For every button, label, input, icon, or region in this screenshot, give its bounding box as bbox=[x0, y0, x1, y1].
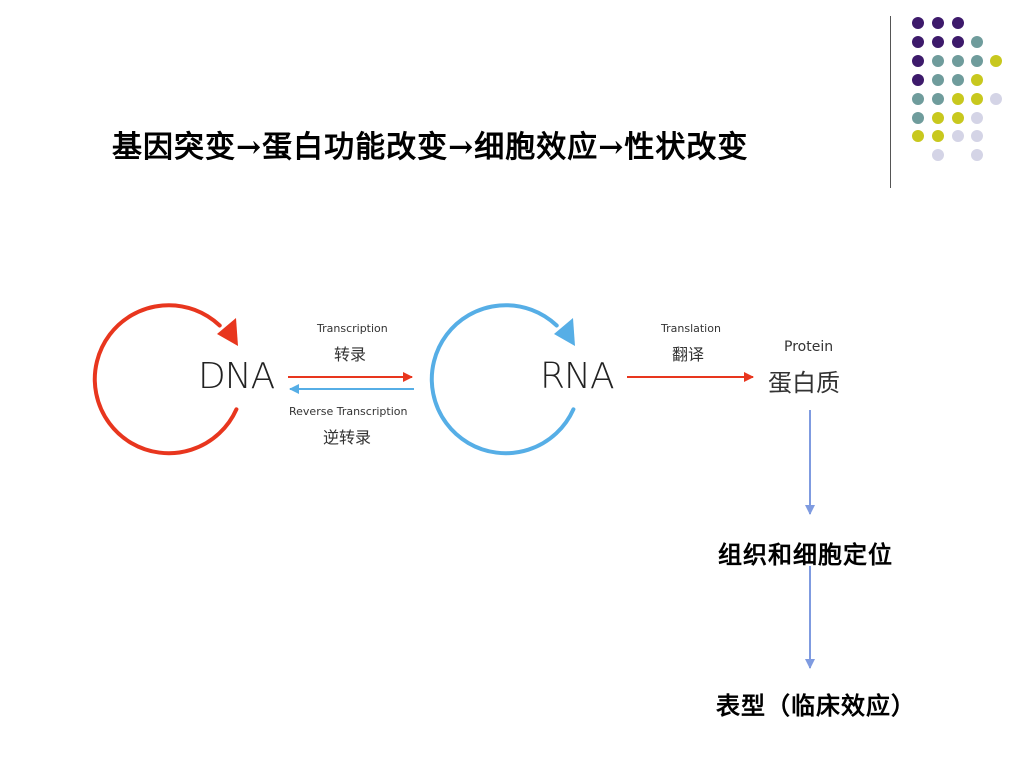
translation-en-label: Translation bbox=[661, 322, 721, 335]
phenotype-label: 表型（临床效应） bbox=[716, 691, 916, 720]
protein-en-label: Protein bbox=[784, 339, 834, 355]
cell-localization-label: 组织和细胞定位 bbox=[718, 540, 893, 569]
decorative-dot bbox=[971, 149, 983, 161]
decorative-dot bbox=[971, 55, 983, 67]
decorative-dot bbox=[932, 74, 944, 86]
dna-label: DNA bbox=[198, 356, 275, 397]
decorative-dot bbox=[971, 130, 983, 142]
transcription-cn-label: 转录 bbox=[334, 345, 367, 364]
decorative-dot bbox=[932, 36, 944, 48]
decorative-dot bbox=[952, 130, 964, 142]
decorative-dot bbox=[952, 74, 964, 86]
decorative-dot bbox=[932, 112, 944, 124]
decorative-dot bbox=[912, 112, 924, 124]
decorative-dot bbox=[912, 55, 924, 67]
decorative-dot bbox=[912, 130, 924, 142]
decorative-dot bbox=[912, 36, 924, 48]
vertical-divider-line bbox=[890, 16, 891, 188]
decorative-dot bbox=[912, 74, 924, 86]
decorative-dot bbox=[990, 93, 1002, 105]
reverse-transcription-cn-label: 逆转录 bbox=[323, 428, 372, 447]
rna-label: RNA bbox=[540, 356, 615, 397]
decorative-dot bbox=[971, 93, 983, 105]
decorative-dot bbox=[952, 17, 964, 29]
decorative-dot bbox=[952, 36, 964, 48]
decorative-dot bbox=[990, 55, 1002, 67]
rna-replication-cycle bbox=[429, 303, 576, 456]
reverse-transcription-en-label: Reverse Transcription bbox=[289, 405, 408, 418]
decorative-dot bbox=[912, 93, 924, 105]
protein-cn-label: 蛋白质 bbox=[768, 369, 840, 397]
transcription-en-label: Transcription bbox=[317, 322, 388, 335]
decorative-dot bbox=[932, 149, 944, 161]
decorative-dot bbox=[971, 36, 983, 48]
translation-cn-label: 翻译 bbox=[672, 345, 705, 364]
decorative-dot bbox=[932, 55, 944, 67]
decorative-dot bbox=[952, 55, 964, 67]
decorative-dot bbox=[971, 112, 983, 124]
decorative-dot bbox=[932, 93, 944, 105]
dna-cycle-arrowhead bbox=[217, 318, 238, 346]
decorative-dot bbox=[932, 130, 944, 142]
decorative-dot bbox=[932, 17, 944, 29]
decorative-dot bbox=[971, 74, 983, 86]
slide-title: 基因突变→蛋白功能改变→细胞效应→性状改变 bbox=[112, 130, 749, 165]
decorative-dot bbox=[952, 112, 964, 124]
dna-replication-cycle bbox=[92, 303, 239, 456]
decorative-dot bbox=[912, 17, 924, 29]
rna-cycle-arrowhead bbox=[554, 318, 575, 346]
decorative-dot bbox=[952, 93, 964, 105]
